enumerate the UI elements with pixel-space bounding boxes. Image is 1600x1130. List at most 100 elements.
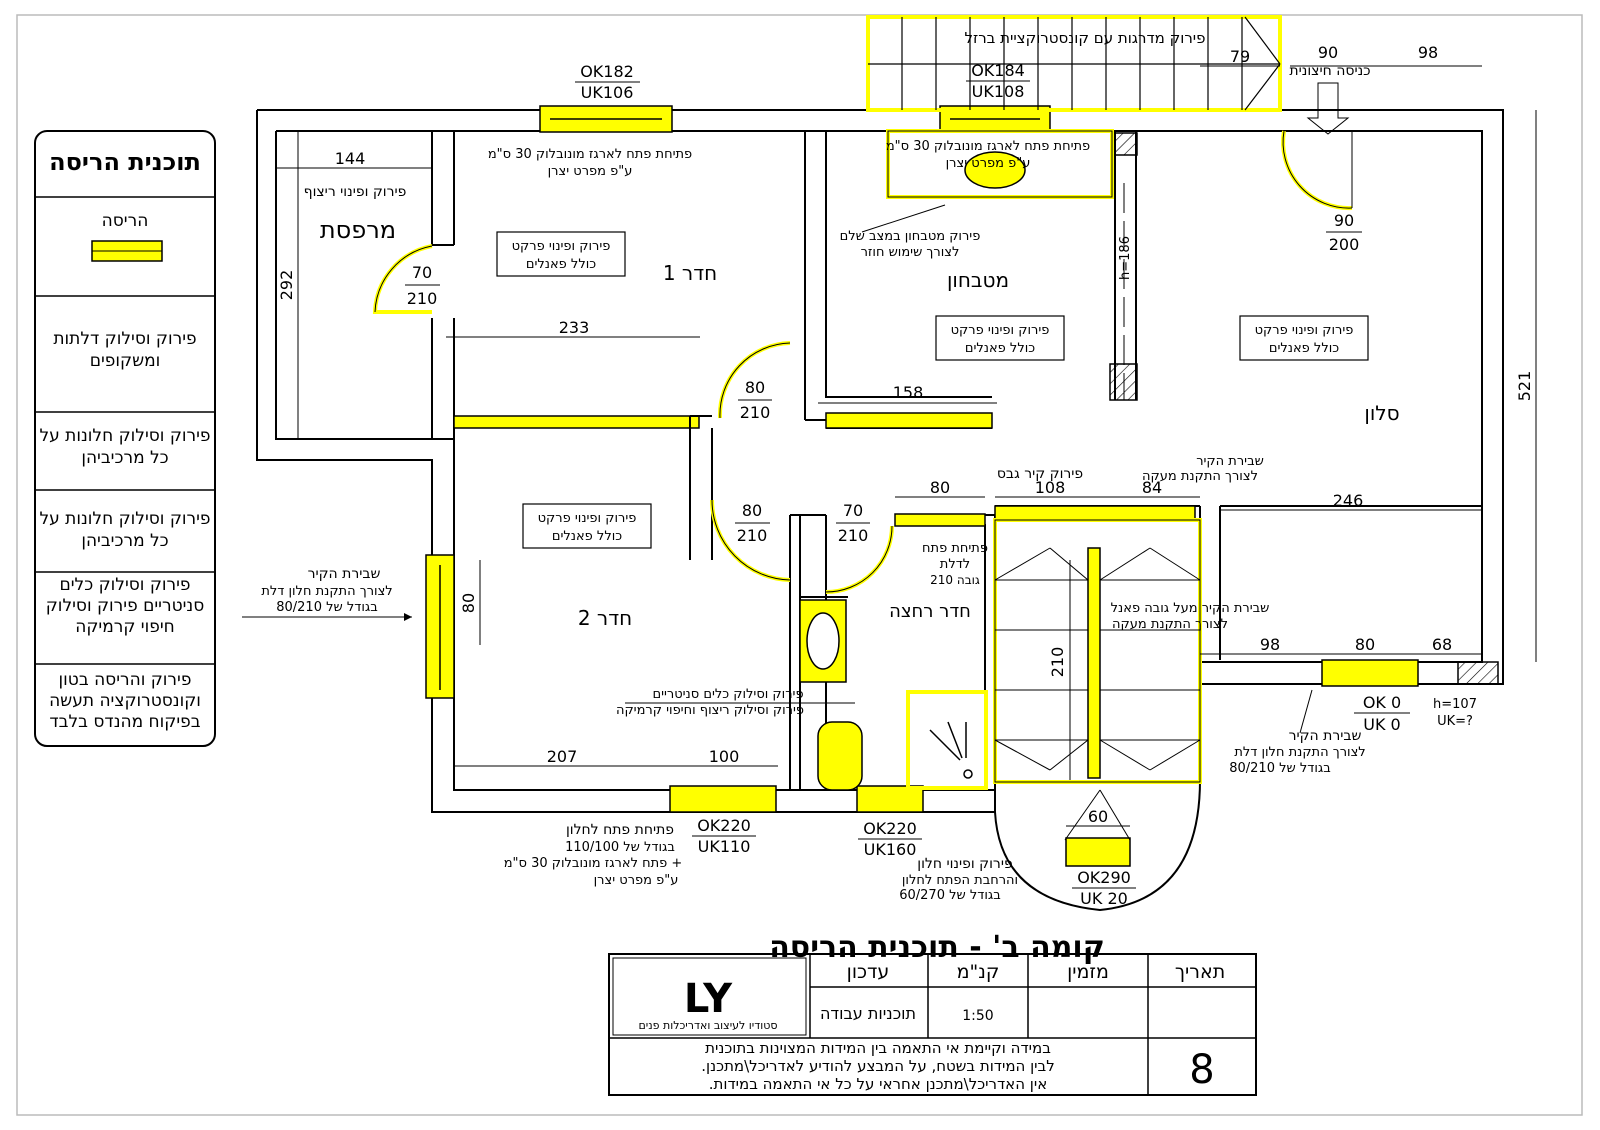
note-wall-panel: לצורך התקנת מעקה [1112,617,1228,632]
column-hatch [1112,132,1138,156]
note-door-opening: גובה 210 [930,573,980,587]
demolished-wall [453,415,700,429]
room-label-room1: חדר 1 [663,261,717,285]
sink-icon [806,612,840,670]
partition [431,131,455,439]
note-kitchen: פירוק מטבחון במצב שלם [840,229,981,244]
window-demolition [1065,837,1131,867]
note-sanitary: פירוק וסילוק כלים סניטריים [652,687,803,702]
legend-item-label: פירוק וסילוק חלונות על כל מרכיביהן [39,426,211,468]
note-window-opening: ע"פ מפרט יצרן [594,873,679,888]
tb-disclaimer: לבין המידות בשטח, על המבצע להודיע לאדריכ… [701,1057,1054,1075]
room-labels: מרפסת חדר 1 חדר 2 מטבחון סלון חדר רחצה [320,216,1400,630]
window-tag: UK 0 [1363,715,1400,734]
dim-label: 292 [277,270,296,301]
sink-icon [964,151,1026,189]
note-wall-right: שבירת הקיר [1289,728,1362,744]
note-window-opening: + פתח לארגז מונובלוק 30 ס"מ [504,856,683,871]
room-label-salon: סלון [1364,401,1399,425]
title-block: תאריך מזמין קנ"מ עדכון 1:50 תוכניות עבוד… [608,953,1257,1096]
parquet-note: כולל פאנלים [1269,341,1339,356]
window-tag: OK290 [1077,868,1131,887]
window-demolition [856,785,924,813]
logo: LY [684,976,733,1022]
dim-label: 246 [1333,491,1364,510]
dim-label: 80 [930,478,950,497]
dim-label: 80 [1355,635,1375,654]
dim-label: 84 [1142,478,1162,497]
note-stairs: פירוק מדרגות עם קונסטרוקציית ברזל [964,29,1205,47]
note-window-widen: פירוק ופינוי חלון [917,856,1012,872]
note-kitchen: לצורך שימוש חוזר [861,245,960,260]
dim-label: 210 [740,403,771,422]
note-wall-left: שבירת הקיר [308,566,381,582]
parquet-note: כולל פאנלים [526,257,596,272]
window-tag: OK220 [863,819,917,838]
legend-item-label: פירוק וסילוק דלתות ומשקופים [53,329,197,371]
parquet-notes: פירוק ופינוי פרקט כולל פאנלים פירוק ופינ… [496,231,1369,549]
legend-title: תוכנית הריסה [49,148,201,176]
column-hatch [1457,661,1499,685]
window-demolition [1321,659,1419,687]
note-opening: ע"פ מפרט יצרן [548,164,633,179]
note-window-opening: פתיחת פתח לחלון [566,822,674,838]
parquet-note: פירוק ופינוי פרקט [538,511,637,526]
dim-label: UK=? [1437,714,1473,729]
tb-header-date: תאריך [1175,961,1225,983]
dim-label: 90 [1334,211,1354,230]
note-wall-left: לצורך התקנת חלון דלת [261,584,392,599]
dim-label: 100 [709,747,740,766]
note-railing: לצורך התקנת מעקה [1142,469,1258,484]
window-tag: UK110 [698,837,751,856]
page-title: קומה ב' - תוכנית הריסה [769,930,1105,965]
partition [689,415,713,560]
note-window-opening: בגודל של 110/100 [565,840,675,855]
tb-disclaimer: במידה וקיימת אי התאמה בין המידות המצוינו… [705,1039,1051,1057]
dim-label: 80 [459,593,478,613]
dim-label: 80 [742,501,762,520]
note-wall-right: בגודל של 80/210 [1229,761,1331,776]
partition [804,131,992,429]
dim-label: 210 [838,526,869,545]
note-opening: ע"פ מפרט יצרן [946,156,1031,171]
dim-label: 79 [1230,47,1250,66]
dim-label: 108 [1035,478,1066,497]
legend-item-label: הריסה [102,211,149,231]
demolition-elements [425,15,1419,867]
note-balcony-floor: פירוק ופינוי ריצוף [304,184,407,200]
dim-label: 68 [1432,635,1452,654]
dim-label: 210 [737,526,768,545]
note-entrance: כניסה חיצונית [1289,63,1370,79]
parquet-note: פירוק ופינוי פרקט [951,323,1050,338]
note-wall-right: לצורך התקנת חלון דלת [1234,745,1365,760]
note-railing: שבירת הקיר [1196,454,1264,469]
dim-label: 210 [407,289,438,308]
note-window-widen: בגודל של 60/270 [899,888,1001,903]
parquet-note: פירוק ופינוי פרקט [512,239,611,254]
dim-label: 200 [1329,235,1360,254]
note-opening: פתיחת פתח לארגז מונובלוק 30 ס"מ [488,147,692,162]
legend: תוכנית הריסה הריסה פירוק וסילוק דלתות ומ… [34,130,216,747]
window-tag: OK184 [971,61,1025,80]
window-tag: UK108 [972,82,1025,101]
outer-wall [256,109,1504,813]
shower-fixture [906,690,988,790]
dim-label: h=186 [1118,236,1133,280]
dim-label: h=107 [1433,697,1477,712]
dim-label: 90 [1318,43,1338,62]
legend-frame [34,130,216,747]
tb-disclaimer: אין האדריכל\מתכנן אחראי על כל אי התאמה ב… [709,1075,1047,1093]
drain-icon [963,769,973,779]
dim-label: 70 [843,501,863,520]
window-tag: OK 0 [1363,693,1401,712]
dim-label: 98 [1418,43,1438,62]
room-label-room2: חדר 2 [578,606,632,630]
tb-studio: סטודיו לעיצוב ואדריכלות פנים [638,1019,777,1032]
window-tag: UK160 [864,840,917,859]
demolished-wall [894,513,986,527]
tb-header-scale: קנ"מ [957,961,1000,983]
dim-label: 98 [1260,635,1280,654]
arrow-icon [404,613,412,621]
tb-sheet-number: 8 [1189,1047,1214,1093]
